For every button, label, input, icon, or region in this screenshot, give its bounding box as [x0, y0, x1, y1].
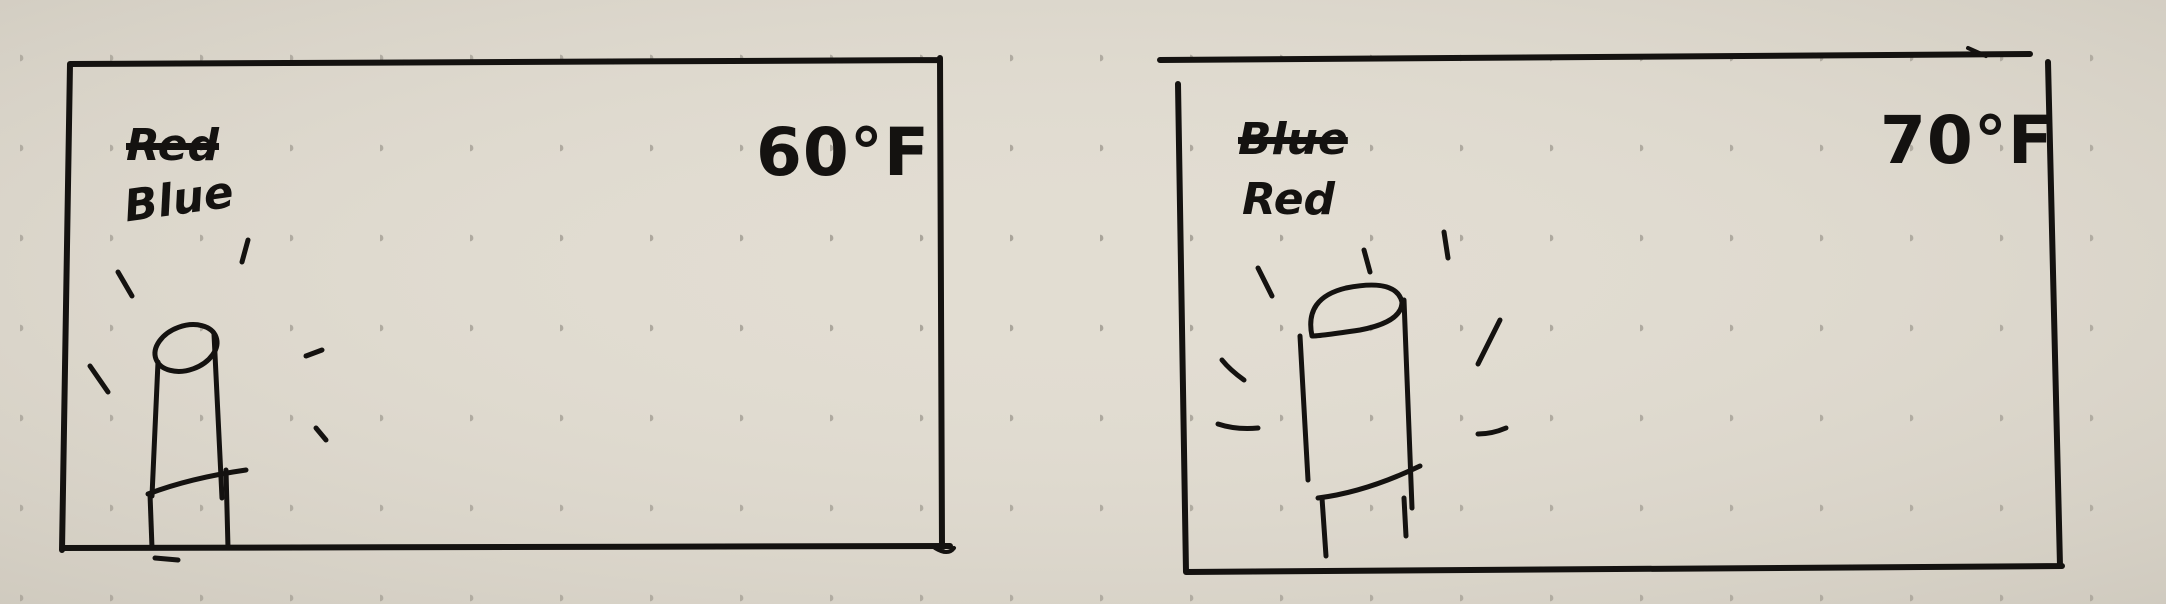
panel-1-corner-mark [933, 546, 956, 554]
panel-2-lamp [1297, 282, 1423, 559]
panel-1-lamp [145, 322, 249, 563]
panel-1-crossed-out-word: Red [126, 120, 220, 171]
panel-2-frame [1157, 51, 2065, 575]
sketch-panel-1 [59, 55, 956, 563]
panel-2-word: Red [1242, 174, 1336, 225]
panel-2-temperature: 70°F [1880, 102, 2054, 179]
panel-2-crossed-out-word: Blue [1238, 114, 1348, 165]
panel-2-corner-mark [1966, 46, 1988, 58]
panel-1-light-rays [87, 237, 329, 443]
panel-2-light-rays [1215, 229, 1509, 437]
panel-1-frame [59, 55, 953, 553]
panel-1-temperature: 60°F [756, 114, 930, 191]
sketch-panel-2 [1157, 46, 2065, 575]
